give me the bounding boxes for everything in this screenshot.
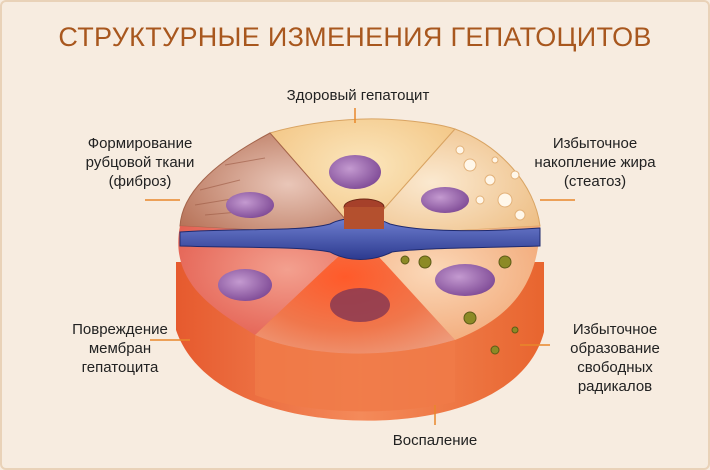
nucleus-radicals xyxy=(435,264,495,296)
inflammation-front-face xyxy=(255,335,455,412)
label-steatosis: Избыточное накопление жира (стеатоз) xyxy=(534,135,656,190)
sector-fibrosis xyxy=(179,132,362,237)
fat-droplets xyxy=(455,145,526,221)
nucleus-membrane xyxy=(218,269,272,301)
label-inflammation: Воспаление xyxy=(392,432,478,449)
nucleus-inflammation xyxy=(330,288,390,322)
sector-steatosis xyxy=(358,128,541,237)
central-vein-wall xyxy=(344,207,384,229)
free-radical-particles xyxy=(400,255,519,355)
label-fibrosis: Формирование рубцовой ткани (фиброз) xyxy=(85,135,195,190)
nucleus-healthy xyxy=(329,155,381,189)
label-healthy: Здоровый гепатоцит xyxy=(286,87,430,104)
nucleus-steatosis xyxy=(421,187,469,213)
label-free-radicals: Избыточное образование свободных радикал… xyxy=(570,321,660,395)
leader-lines xyxy=(145,108,575,425)
blood-vessel xyxy=(179,217,541,260)
nucleus-fibrosis xyxy=(226,192,274,218)
label-membrane-damage: Повреждение мембран гепатоцита xyxy=(72,321,168,376)
cell-nuclei xyxy=(218,155,495,322)
diagram-title: СТРУКТУРНЫЕ ИЗМЕНЕНИЯ ГЕПАТОЦИТОВ xyxy=(58,22,652,52)
